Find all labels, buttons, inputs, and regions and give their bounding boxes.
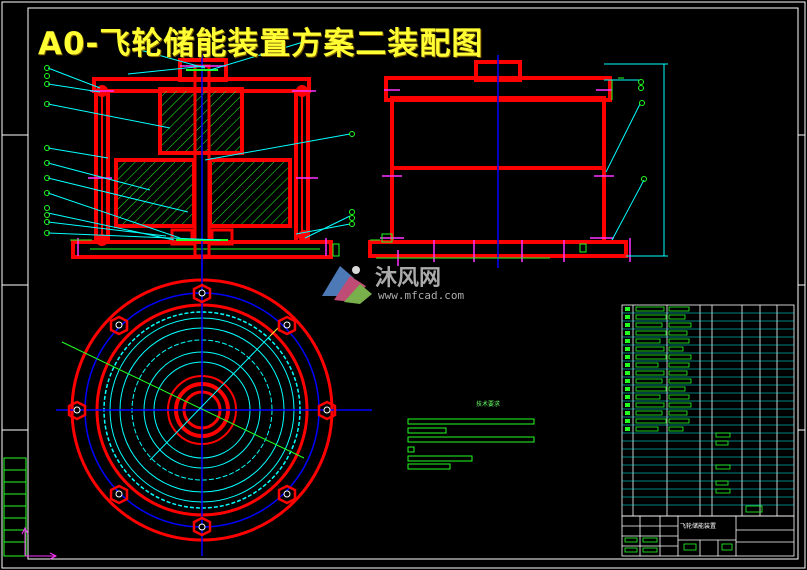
drawing-title: A0-飞轮储能装置方案二装配图 bbox=[38, 26, 484, 62]
side-view bbox=[368, 55, 668, 268]
parts-list-entries bbox=[635, 306, 731, 494]
leader-lines-front bbox=[47, 39, 351, 241]
lower-bearing-right bbox=[210, 228, 234, 246]
parts-list-table bbox=[621, 304, 795, 517]
lower-flywheel-left bbox=[114, 158, 196, 228]
lower-bearing-left bbox=[170, 228, 194, 246]
upper-bearing-seat bbox=[178, 58, 228, 82]
watermark-logo-icon bbox=[322, 266, 372, 304]
parts-list-rows bbox=[622, 312, 794, 506]
ucs-axis-icon bbox=[21, 526, 58, 560]
lower-flywheel-right bbox=[208, 158, 292, 228]
title-block-name: 飞轮储能装置 bbox=[680, 523, 717, 530]
plan-view bbox=[56, 262, 372, 556]
upper-rotor bbox=[158, 87, 244, 155]
parts-list-index-marks bbox=[625, 307, 630, 431]
tech-requirements-block bbox=[407, 418, 535, 470]
tech-requirements-heading: 技术要求 bbox=[476, 401, 501, 408]
watermark-url: www.mfcad.com bbox=[378, 289, 465, 302]
bolt-bottom-left bbox=[96, 234, 108, 246]
part-balloons-front bbox=[44, 65, 355, 236]
title-block bbox=[621, 515, 795, 557]
title-block-entries bbox=[624, 505, 763, 553]
front-section-view bbox=[70, 55, 340, 270]
watermark-text: 沐风网 bbox=[375, 266, 442, 291]
flange-bolts bbox=[67, 283, 337, 537]
left-zone-strip bbox=[3, 457, 27, 557]
